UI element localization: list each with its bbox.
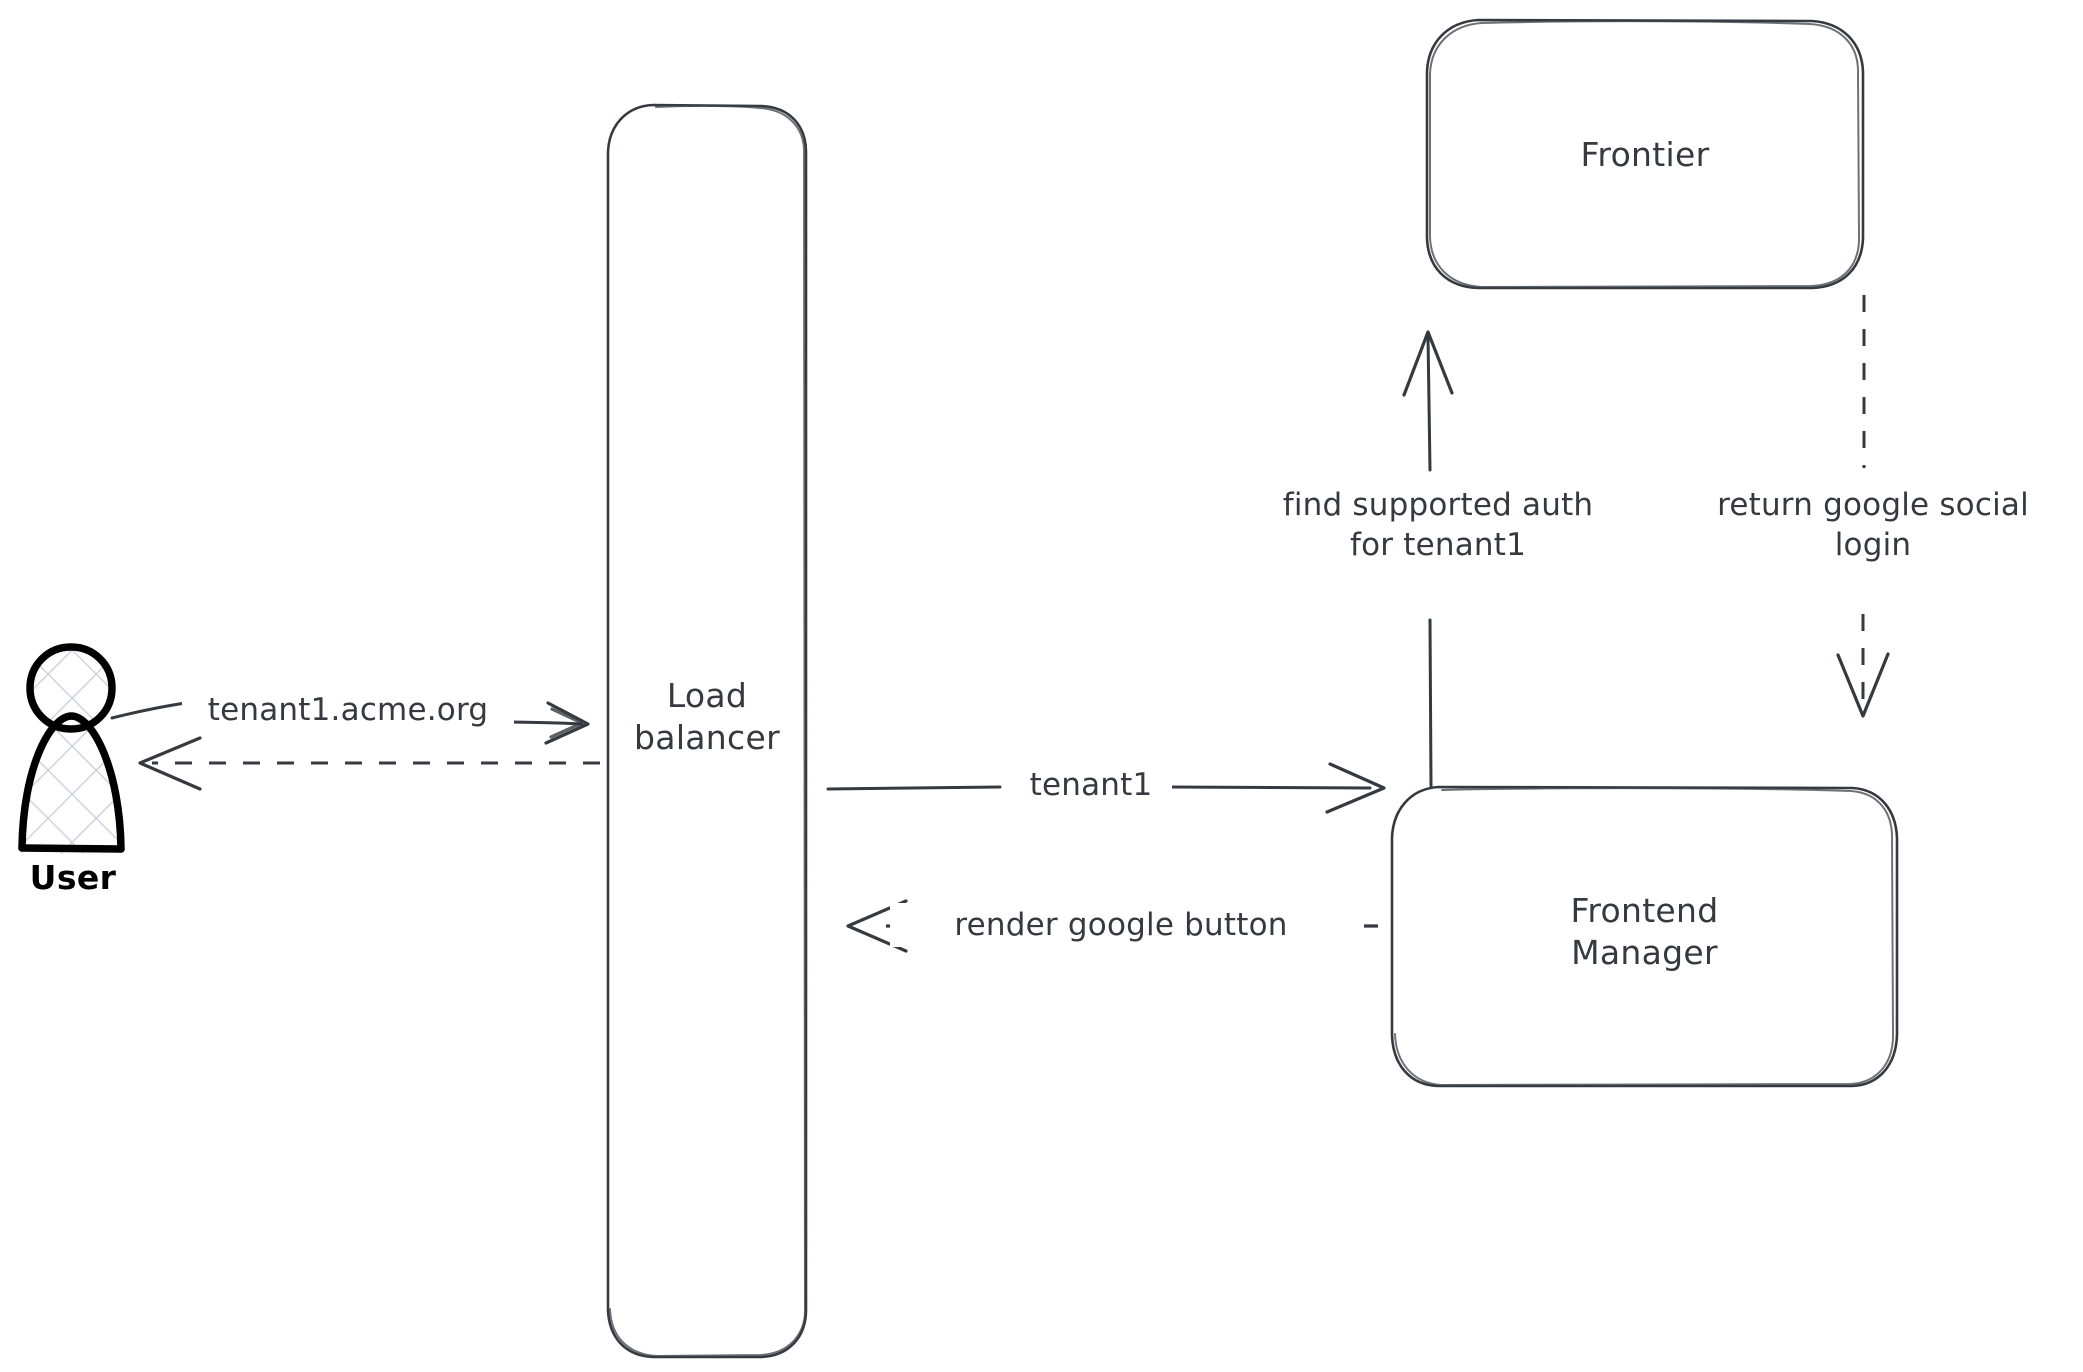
user-actor-icon bbox=[18, 643, 125, 854]
frontend-manager-shape[interactable] bbox=[1390, 785, 1899, 1088]
edge-lb-to-fm bbox=[826, 762, 1386, 814]
frontier-shape[interactable] bbox=[1425, 18, 1865, 290]
edge-lb-to-user bbox=[138, 736, 600, 791]
edge-user-to-lb bbox=[110, 695, 590, 745]
edge-frontier-to-fm bbox=[1836, 295, 1890, 718]
edge-fm-to-frontier bbox=[1402, 330, 1454, 788]
edge-fm-to-lb bbox=[846, 899, 1378, 953]
load-balancer-shape[interactable] bbox=[606, 103, 808, 1359]
